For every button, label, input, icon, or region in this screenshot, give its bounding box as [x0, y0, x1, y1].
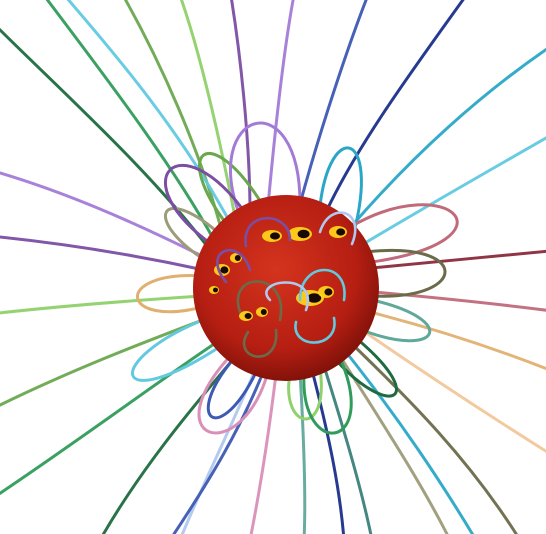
active-region-dark: [213, 288, 218, 293]
active-region-dark: [324, 288, 332, 295]
sun-disk: [193, 195, 379, 381]
active-region-dark: [336, 228, 345, 235]
active-region-dark: [235, 255, 241, 261]
active-region-dark: [298, 230, 310, 238]
active-region-dark: [245, 313, 252, 319]
active-region-dark: [270, 232, 280, 239]
active-region-dark: [220, 266, 228, 273]
active-region-dark: [261, 309, 267, 315]
